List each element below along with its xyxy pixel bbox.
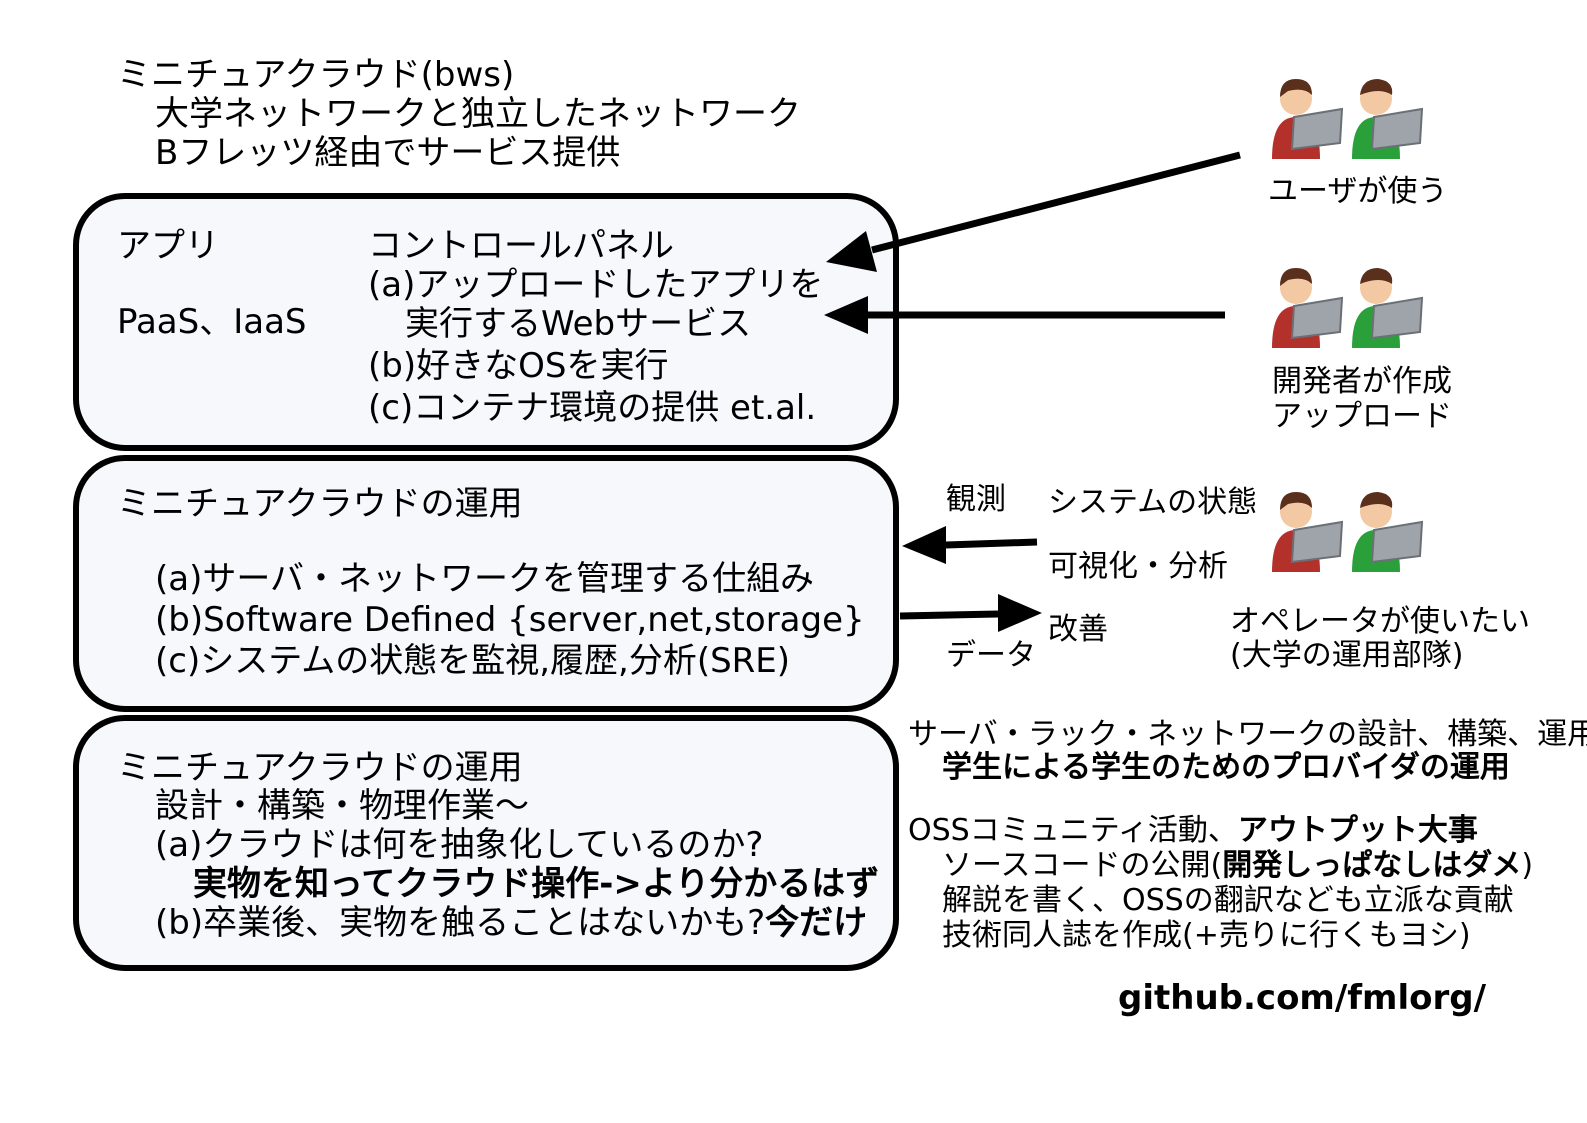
box1-label-app: アプリ xyxy=(117,226,219,266)
box-operation xyxy=(73,455,899,712)
source-open-line: ソースコードの公開(開発しっぱなしはダメ) xyxy=(942,848,1533,884)
box1-item-c: (c)コンテナ環境の提供 et.al. xyxy=(368,388,817,428)
oss-line: OSSコミュニティ活動、アウトプット大事 xyxy=(908,813,1478,849)
person-red-icon xyxy=(1272,79,1344,159)
operator-label-1: オペレータが使いたい xyxy=(1230,604,1530,639)
developers-label-2: アップロード xyxy=(1272,399,1452,434)
person-green-icon xyxy=(1352,79,1424,159)
arrow-improve xyxy=(899,594,1042,632)
person-red-icon xyxy=(1272,492,1344,572)
box1-item-a-2: 実行するWebサービス xyxy=(405,304,752,344)
box3-emphasis: 実物を知ってクラウド操作->より分かるはず xyxy=(193,864,880,904)
design-line: サーバ・ラック・ネットワークの設計、構築、運用 xyxy=(908,717,1587,752)
github-link[interactable]: github.com/fmlorg/ xyxy=(1118,978,1487,1018)
box-physical xyxy=(73,715,899,971)
oss-text: OSSコミュニティ活動、 xyxy=(908,813,1238,848)
doujinshi-line: 技術同人誌を作成(+売りに行くもヨシ) xyxy=(942,918,1471,953)
box1-title: コントロールパネル xyxy=(368,226,674,266)
box3-item-b-text: (b)卒業後、実物を触ることはないかも? xyxy=(155,903,766,943)
box1-label-paas-iaas: PaaS、IaaS xyxy=(117,302,307,342)
arrow-users-to-panel xyxy=(826,151,1241,272)
arrow-dev-to-panel xyxy=(824,296,1225,334)
box2-title: ミニチュアクラウドの運用 xyxy=(117,484,523,524)
label-observe: 観測 xyxy=(946,482,1006,517)
person-green-icon xyxy=(1352,492,1424,572)
source-open-text-2: ) xyxy=(1521,848,1534,883)
box-control-panel xyxy=(73,193,899,451)
users-people-icon xyxy=(1272,79,1424,159)
box1-item-b: (b)好きなOSを実行 xyxy=(368,346,669,386)
header-line-network: 大学ネットワークと独立したネットワーク xyxy=(155,94,801,134)
source-open-text-1: ソースコードの公開( xyxy=(942,848,1223,883)
commentary-line: 解説を書く、OSSの翻訳なども立派な貢献 xyxy=(942,883,1514,918)
box1-item-a-1: (a)アップロードしたアプリを xyxy=(368,265,824,305)
label-system-state: システムの状態 xyxy=(1048,485,1258,520)
person-green-icon xyxy=(1352,268,1424,348)
label-data: データ xyxy=(946,638,1036,673)
operators-people-icon xyxy=(1272,492,1424,572)
box3-item-b-bold: 今だけ xyxy=(765,903,868,943)
box3-title: ミニチュアクラウドの運用 xyxy=(117,748,523,788)
person-red-icon xyxy=(1272,268,1344,348)
box3-item-a: (a)クラウドは何を抽象化しているのか? xyxy=(155,825,764,865)
box3-item-b: (b)卒業後、実物を触ることはないかも?今だけ xyxy=(155,903,867,944)
source-open-bold: 開発しっぱなしはダメ xyxy=(1222,848,1522,883)
developers-people-icon xyxy=(1272,268,1424,348)
operator-label-2: (大学の運用部隊) xyxy=(1230,638,1464,673)
developers-label-1: 開発者が作成 xyxy=(1272,364,1452,399)
header-line-bflets: Bフレッツ経由でサービス提供 xyxy=(155,133,621,173)
box3-line1: 設計・構築・物理作業〜 xyxy=(155,786,529,826)
box2-item-a: (a)サーバ・ネットワークを管理する仕組み xyxy=(155,559,815,599)
label-improve: 改善 xyxy=(1048,612,1108,647)
header-title: ミニチュアクラウド(bws) xyxy=(117,55,515,95)
provider-line: 学生による学生のためのプロバイダの運用 xyxy=(942,750,1510,785)
label-visualize: 可視化・分析 xyxy=(1048,549,1228,584)
box2-item-b: (b)Software Defined {server,net,storage} xyxy=(155,600,865,640)
oss-bold: アウトプット大事 xyxy=(1237,813,1478,848)
arrow-observe xyxy=(902,526,1038,564)
users-label: ユーザが使う xyxy=(1268,174,1448,209)
box2-item-c: (c)システムの状態を監視,履歴,分析(SRE) xyxy=(155,641,791,681)
